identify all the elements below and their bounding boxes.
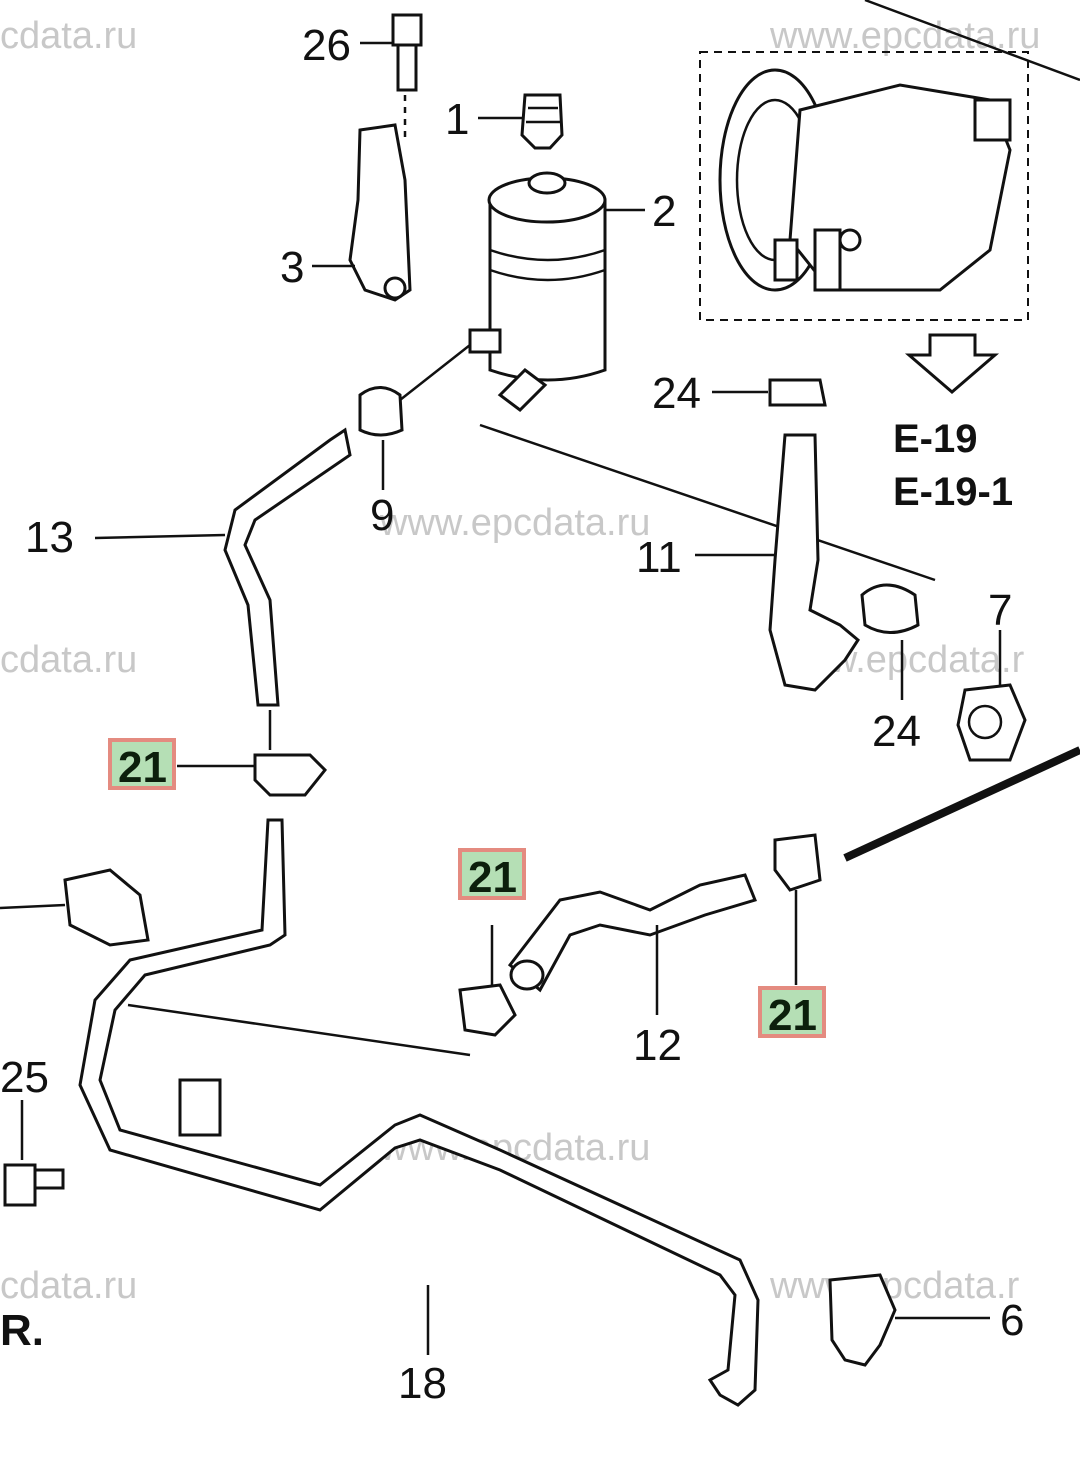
highlight-21-c[interactable]: 21 <box>768 991 817 1040</box>
reservoir-outlet <box>497 368 548 412</box>
part-21-clamp-c: 21 <box>758 833 826 1040</box>
watermark-text: www.epcdata.ru <box>769 15 1040 57</box>
callout-12: 12 <box>633 1021 682 1070</box>
reservoir-body <box>488 198 607 382</box>
clip-shape <box>768 378 827 407</box>
hose-shape <box>507 873 758 993</box>
pump-dashed-box <box>699 51 1029 321</box>
callout-25: 25 <box>0 1053 49 1102</box>
watermark-text: cdata.ru <box>0 1265 137 1307</box>
highlight-21-b[interactable]: 21 <box>468 853 517 902</box>
watermark-text: www.epcdata.ru <box>379 502 650 544</box>
down-arrow-icon <box>904 333 1000 394</box>
highlight-box <box>758 986 826 1038</box>
callout-24b: 24 <box>872 707 921 756</box>
bolt-head <box>3 1163 37 1207</box>
callout-2: 2 <box>652 187 676 236</box>
leader-line <box>0 903 66 910</box>
part-18-pipe: 18 <box>78 818 760 1408</box>
bolt-shank <box>396 43 418 92</box>
part-24-clip-lower: 24 <box>860 583 921 756</box>
clamp-shape <box>956 683 1027 762</box>
pump-port <box>773 238 799 282</box>
bracket-shape <box>348 123 412 302</box>
part-2-reservoir: 2 <box>468 171 936 582</box>
part-7-clamp: 7 <box>843 586 1080 862</box>
clamp-shape <box>773 833 822 892</box>
pump-port <box>838 228 862 252</box>
pipe-bracket <box>178 1078 222 1137</box>
pipe-end <box>843 746 1080 862</box>
hose-shape <box>768 433 860 692</box>
hose-end <box>509 959 545 991</box>
reservoir-band <box>489 248 606 262</box>
part-11-hose: 11 <box>636 433 860 692</box>
power-steering-pump <box>699 0 1080 321</box>
callout-9: 9 <box>370 491 394 540</box>
callout-24a: 24 <box>652 369 701 418</box>
watermark-text: www.epcdata.r <box>769 1265 1020 1307</box>
pipe-shape <box>78 818 760 1407</box>
part-1-cap: 1 <box>445 93 564 150</box>
pump-port <box>813 228 842 292</box>
callout-7: 7 <box>988 586 1012 635</box>
ref-e19-1: E-19-1 <box>893 470 1013 514</box>
watermark-text: cdata.ru <box>0 15 137 57</box>
reservoir-neck <box>527 171 567 195</box>
part-12-hose: 12 <box>507 873 758 1070</box>
part-21-clamp-b: 21 <box>458 848 526 1037</box>
reference-arrow: E-19 E-19-1 <box>893 333 1013 514</box>
callout-6: 6 <box>1000 1296 1024 1345</box>
part-9-clamp: 9 <box>358 344 471 540</box>
highlight-box <box>458 848 526 900</box>
leader-line <box>864 0 1080 82</box>
hose-shape <box>223 427 352 707</box>
watermark-text: cdata.ru <box>0 639 137 681</box>
clamp-shape <box>63 868 150 947</box>
part-24-clip-top: 24 <box>652 369 827 418</box>
reservoir-port <box>468 328 502 354</box>
part-21-clamp-a: 21 <box>108 738 328 797</box>
edge-text-fragment: R. <box>0 1306 44 1355</box>
callout-1: 1 <box>445 95 469 144</box>
bracket-hole <box>383 276 407 300</box>
pump-bracket <box>973 98 1012 142</box>
bolt-head <box>391 13 423 47</box>
part-26-bolt: 26 <box>302 13 423 140</box>
callout-26: 26 <box>302 21 351 70</box>
part-13-hose: 13 <box>25 427 352 750</box>
part-25-bolt: 25 <box>0 1053 65 1207</box>
leader-line <box>94 533 226 540</box>
callout-11: 11 <box>636 533 682 582</box>
highlight-box <box>108 738 176 790</box>
highlight-21-a[interactable]: 21 <box>118 743 167 792</box>
clamp-shape <box>358 386 404 437</box>
callout-3: 3 <box>280 243 304 292</box>
bolt-shank <box>33 1168 65 1190</box>
leader-line <box>399 344 471 401</box>
clamp-shape <box>253 753 328 797</box>
reservoir-band <box>489 268 606 282</box>
leader-line <box>479 423 936 582</box>
ref-e19: E-19 <box>893 417 978 461</box>
part-3-bracket: 3 <box>280 123 412 302</box>
clip-shape <box>860 583 920 634</box>
left-clamp-partial <box>0 868 150 947</box>
mount-shape <box>828 1273 897 1367</box>
clamp-hole <box>967 704 1003 740</box>
leader-line <box>127 1003 471 1057</box>
callout-13: 13 <box>25 513 74 562</box>
callout-18: 18 <box>398 1359 447 1408</box>
part-6-mount: 6 <box>828 1273 1024 1367</box>
clamp-shape <box>458 983 517 1037</box>
